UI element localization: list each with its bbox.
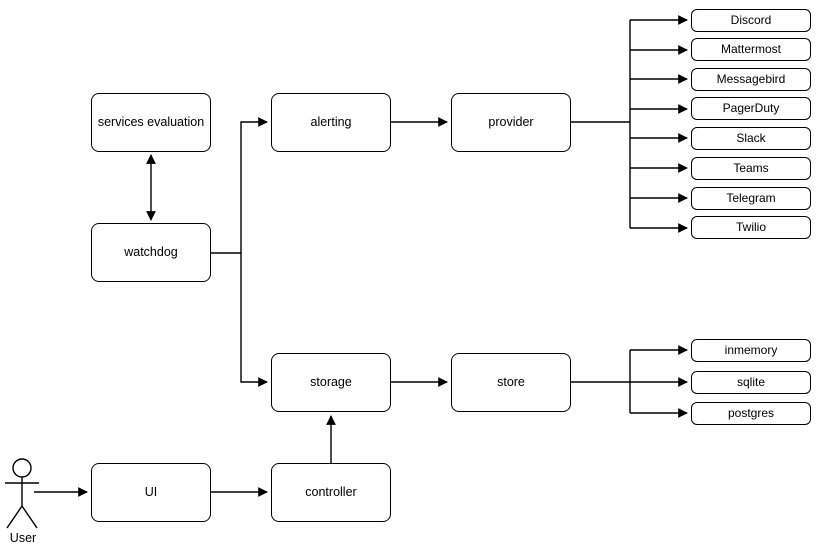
node-teams[interactable]: Teams: [691, 157, 811, 180]
node-label: alerting: [310, 115, 352, 129]
node-label: UI: [144, 485, 158, 499]
node-label: Slack: [736, 131, 766, 146]
node-alerting[interactable]: alerting: [271, 93, 391, 152]
user-actor-label: User: [9, 531, 37, 545]
node-slack[interactable]: Slack: [691, 127, 811, 150]
node-label: inmemory: [724, 343, 778, 358]
edge-watchdog-storage: [240, 253, 268, 387]
node-controller[interactable]: controller: [271, 463, 391, 522]
node-inmemory[interactable]: inmemory: [691, 339, 811, 362]
node-label: storage: [310, 375, 352, 389]
node-label: controller: [305, 485, 357, 499]
node-twilio[interactable]: Twilio: [691, 216, 811, 239]
node-label: postgres: [727, 406, 775, 421]
node-label: services evaluation: [97, 115, 205, 129]
node-label: sqlite: [736, 375, 765, 390]
edge-watchdog-alerting: [211, 117, 268, 254]
node-label: Telegram: [726, 191, 776, 206]
node-watchdog[interactable]: watchdog: [91, 223, 211, 282]
node-postgres[interactable]: postgres: [691, 402, 811, 425]
node-ui[interactable]: UI: [91, 463, 211, 522]
node-label: Messagebird: [716, 72, 786, 87]
node-provider[interactable]: provider: [451, 93, 571, 152]
node-label: store: [497, 375, 525, 389]
node-label: PagerDuty: [722, 101, 780, 116]
node-services-evaluation[interactable]: services evaluation: [91, 93, 211, 152]
node-label: Twilio: [735, 220, 766, 235]
node-storage[interactable]: storage: [271, 353, 391, 412]
node-pagerduty[interactable]: PagerDuty: [691, 97, 811, 120]
node-label: watchdog: [124, 245, 178, 259]
node-discord[interactable]: Discord: [691, 9, 811, 32]
user-actor-icon: [5, 458, 39, 529]
node-mattermost[interactable]: Mattermost: [691, 38, 811, 61]
node-sqlite[interactable]: sqlite: [691, 371, 811, 394]
node-label: Mattermost: [720, 42, 781, 57]
node-label: Discord: [730, 13, 772, 28]
node-label: Teams: [733, 161, 769, 176]
node-label: provider: [488, 115, 534, 129]
node-messagebird[interactable]: Messagebird: [691, 68, 811, 91]
node-telegram[interactable]: Telegram: [691, 187, 811, 210]
node-store[interactable]: store: [451, 353, 571, 412]
